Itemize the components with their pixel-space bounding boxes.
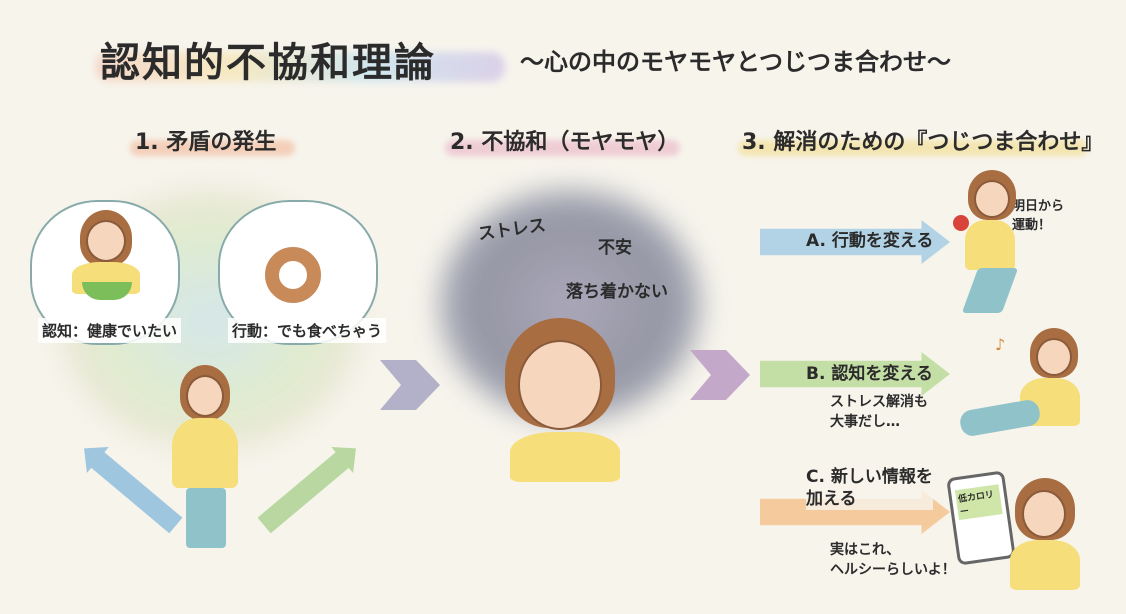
cognition-label: 認知：健康でいたい — [38, 318, 182, 343]
option-b-note: ストレス解消も 大事だし… — [830, 394, 928, 431]
relaxed-person-head — [1036, 338, 1072, 376]
music-note-icon: ♪ — [995, 335, 1006, 354]
apple-icon — [953, 215, 969, 231]
section-3-heading: 3. 解消のための『つじつま合わせ』 — [742, 130, 1104, 155]
heading-1-highlight — [130, 140, 295, 156]
word-anxiety: 不安 — [598, 238, 632, 258]
worried-person-head — [518, 340, 602, 430]
option-c-note: 実はこれ、 ヘルシーらしいよ！ — [830, 542, 956, 579]
option-b-label: B. 認知を変える — [806, 364, 933, 384]
confused-person-head — [186, 375, 224, 417]
page-subtitle: 〜心の中のモヤモヤとつじつま合わせ〜 — [520, 48, 952, 76]
section-2-heading: 2. 不協和（モヤモヤ） — [450, 130, 680, 155]
right-path-arrow — [253, 435, 367, 538]
left-path-arrow — [73, 435, 187, 538]
donut-icon — [265, 247, 321, 303]
reading-person-body — [1010, 540, 1080, 590]
option-c-label: C. 新しい情報を 加える — [806, 466, 933, 511]
page-title: 認知的不協和理論 — [100, 40, 436, 86]
section-1-heading: 1. 矛盾の発生 — [135, 130, 277, 155]
smartphone-icon: 低カロリー — [946, 470, 1016, 566]
action-label: 行動：でも食べちゃう — [228, 318, 387, 343]
flow-arrow-2 — [690, 350, 750, 400]
worried-person-body — [510, 432, 620, 482]
reading-person-head — [1022, 490, 1066, 538]
flow-arrow-1 — [380, 360, 440, 410]
confused-person-body — [172, 418, 238, 488]
heading-3-highlight — [738, 140, 1088, 156]
salad-bowl-icon — [82, 282, 132, 300]
person-head — [86, 220, 126, 262]
phone-screen-text: 低カロリー — [954, 484, 1003, 521]
running-person-head — [974, 180, 1010, 218]
confused-person-legs — [186, 488, 226, 548]
relaxed-person-legs — [958, 398, 1042, 438]
heading-2-highlight — [445, 140, 680, 156]
word-restless: 落ち着かない — [566, 282, 668, 302]
running-person-legs — [961, 268, 1019, 313]
option-a-label: A. 行動を変える — [806, 231, 934, 251]
option-a-speech: 明日から 運動！ — [1012, 199, 1065, 233]
running-person-body — [965, 220, 1015, 270]
title-highlight — [95, 52, 505, 82]
